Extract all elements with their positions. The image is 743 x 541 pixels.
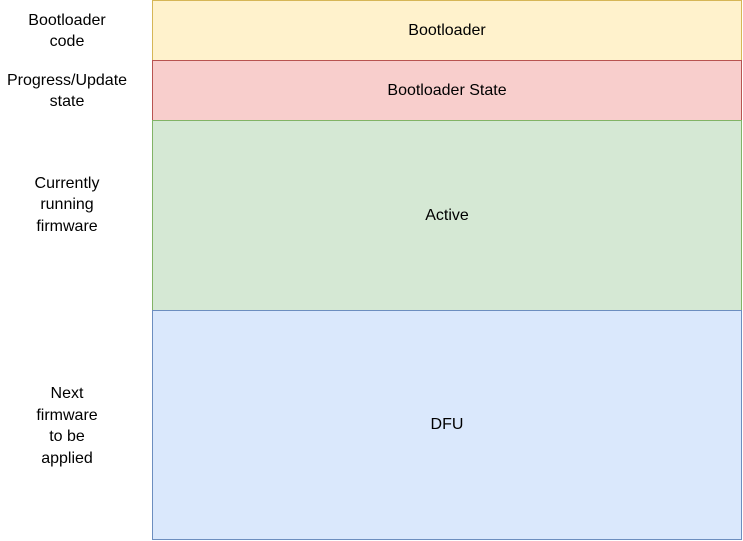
label-line: Bootloader [28,11,106,29]
region-bootloader-label: Bootloader [408,21,486,39]
region-active-label: Active [425,206,469,224]
label-line: running [40,196,94,214]
label-next-firmware: Next firmware to be applied [0,380,134,472]
region-dfu: DFU [152,310,742,540]
label-line: to be [49,428,85,445]
label-progress-update-state: Progress/Update state [0,68,134,114]
region-bootloader-state: Bootloader State [152,60,742,121]
region-bootloader-state-label: Bootloader State [387,81,507,99]
label-line: code [49,33,85,50]
label-line: Currently [34,174,100,192]
region-dfu-label: DFU [430,416,464,433]
label-line: state [49,93,85,110]
label-line: firmware [36,406,98,424]
region-active: Active [152,120,742,311]
region-bootloader: Bootloader [152,0,742,61]
label-bootloader-code: Bootloader code [0,8,134,54]
label-line: applied [41,449,93,467]
label-line: Progress/Update [6,71,128,89]
label-currently-running-firmware: Currently running firmware [0,170,134,240]
label-line: Next [50,385,84,402]
label-line: firmware [36,217,98,235]
